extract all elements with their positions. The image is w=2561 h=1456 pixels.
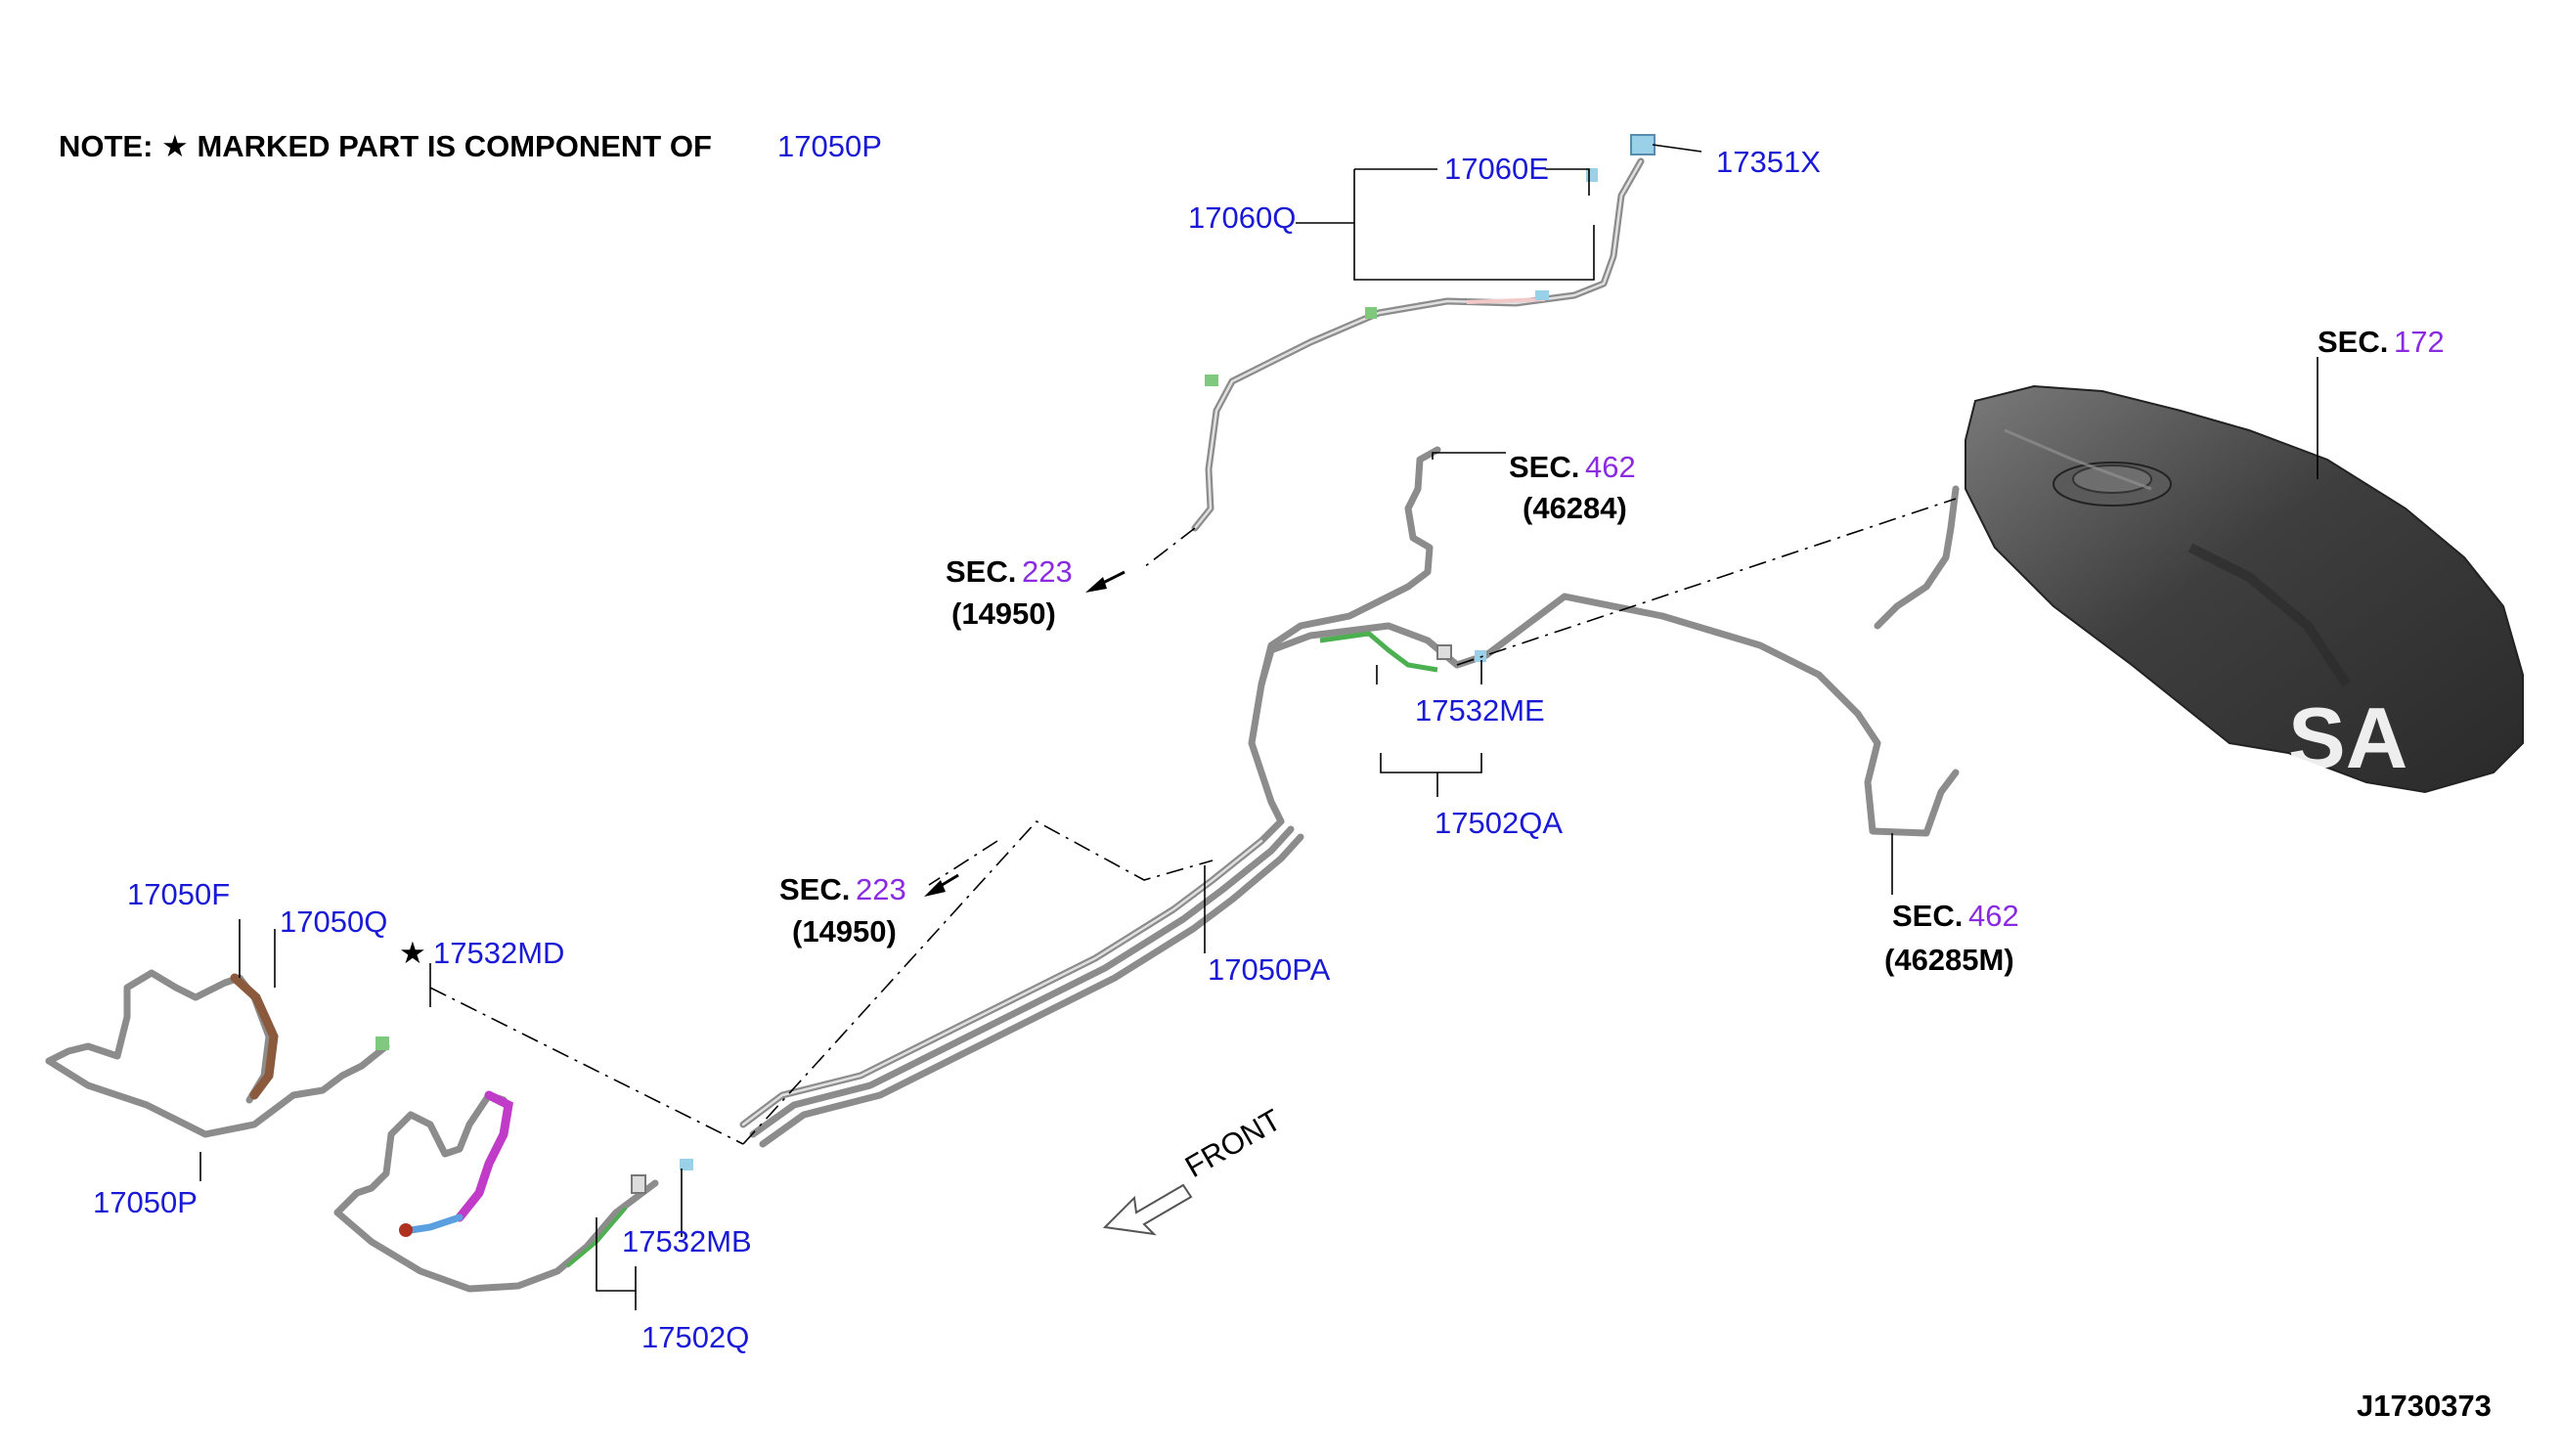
label-17060Q[interactable]: 17060Q: [1188, 200, 1296, 235]
section-sub: (46285M): [1884, 943, 2014, 977]
vapor-line-upper: [1191, 134, 1656, 532]
connector-icon: [1436, 644, 1452, 660]
arrow-icon: [924, 880, 946, 897]
section-ref-223-a[interactable]: SEC. 223 (14950): [946, 554, 1073, 631]
section-ref-462-a[interactable]: SEC. 462 (46284): [1509, 450, 1636, 525]
connector-icon: [1630, 134, 1656, 155]
section-sub: (46284): [1523, 491, 1627, 525]
fitting-icon: [399, 1223, 413, 1237]
section-sub: (14950): [792, 914, 897, 949]
front-arrow-icon: [1102, 1183, 1193, 1236]
front-indicator: FRONT: [1102, 1102, 1287, 1236]
note-header: NOTE: ★ MARKED PART IS COMPONENT OF 1705…: [59, 129, 882, 163]
section-ref-223-b[interactable]: SEC. 223 (14950): [779, 872, 906, 949]
section-prefix: SEC.: [1509, 450, 1579, 484]
label-17050PA[interactable]: 17050PA: [1208, 952, 1331, 987]
label-17532MD[interactable]: 17532MD: [433, 936, 564, 970]
clip-icon: [375, 1037, 389, 1050]
label-17502QA[interactable]: 17502QA: [1435, 806, 1563, 840]
section-number: 223: [856, 872, 906, 906]
reference-lines: [429, 498, 1957, 1145]
section-number: 172: [2394, 325, 2445, 359]
leader-lines: [199, 144, 2318, 1310]
section-arrows: [924, 570, 1126, 897]
fuel-tank: SA: [1874, 384, 2524, 794]
note-text: NOTE: ★ MARKED PART IS COMPONENT OF: [59, 129, 712, 163]
section-sub: (14950): [951, 596, 1056, 631]
section-references: SEC. 172 SEC. 462 (46284) SEC. 223 (1495…: [779, 325, 2445, 977]
clip-icon: [680, 1159, 693, 1170]
pipe-bundle-main: [739, 446, 1960, 1148]
note-part-number[interactable]: 17050P: [777, 129, 882, 163]
section-number: 462: [1585, 450, 1636, 484]
part-labels: 17060E 17351X 17060Q 17532ME 17502QA 170…: [93, 145, 1821, 1354]
clip-group-mid: [1436, 644, 1486, 662]
clip-icon: [1365, 307, 1377, 319]
label-17050P[interactable]: 17050P: [93, 1185, 198, 1219]
section-prefix: SEC.: [1892, 899, 1963, 933]
label-17050Q[interactable]: 17050Q: [280, 904, 387, 939]
star-icon: ★: [399, 936, 426, 970]
section-number: 462: [1968, 899, 2019, 933]
clip-icon: [1475, 650, 1486, 662]
label-17502Q[interactable]: 17502Q: [641, 1320, 749, 1354]
label-17351X[interactable]: 17351X: [1716, 145, 1821, 179]
section-ref-462-b[interactable]: SEC. 462 (46285M): [1884, 899, 2019, 977]
clip-icon: [1535, 290, 1549, 300]
watermark: SA: [2288, 689, 2407, 786]
section-prefix: SEC.: [2318, 325, 2388, 359]
pipe-front-left: [45, 969, 693, 1293]
label-17060E[interactable]: 17060E: [1444, 152, 1549, 186]
label-17050F[interactable]: 17050F: [127, 877, 230, 911]
clip-icon: [1205, 375, 1218, 386]
arrow-icon: [1085, 577, 1107, 593]
section-number: 223: [1022, 554, 1073, 589]
section-prefix: SEC.: [779, 872, 850, 906]
section-ref-172[interactable]: SEC. 172: [2318, 325, 2445, 359]
clip-icon: [1586, 168, 1598, 182]
section-prefix: SEC.: [946, 554, 1016, 589]
front-label: FRONT: [1179, 1102, 1287, 1184]
diagram-id: J1730373: [2357, 1389, 2492, 1423]
label-17532ME[interactable]: 17532ME: [1415, 693, 1545, 728]
label-17532MB[interactable]: 17532MB: [622, 1224, 752, 1258]
connector-icon: [631, 1174, 646, 1194]
